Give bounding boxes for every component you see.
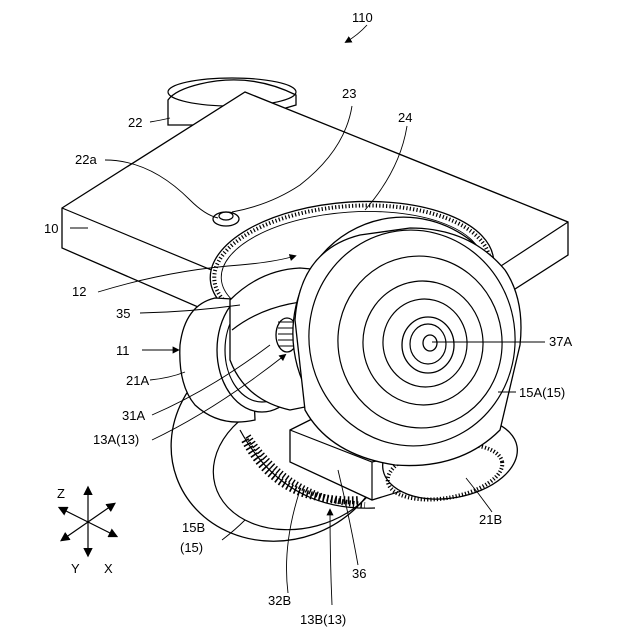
axis-label-y: Y xyxy=(71,561,80,576)
screw-23 xyxy=(213,212,239,226)
label-35: 35 xyxy=(116,306,130,321)
label-36: 36 xyxy=(352,566,366,581)
label-11: 11 xyxy=(116,343,130,358)
label-15A: 15A(15) xyxy=(519,385,565,400)
label-37A: 37A xyxy=(549,334,572,349)
figure-ref-number: 110 xyxy=(352,10,373,25)
label-10: 10 xyxy=(44,221,58,236)
axis-label-x: X xyxy=(104,561,113,576)
label-13A: 13A(13) xyxy=(93,432,139,447)
label-31A: 31A xyxy=(122,408,145,423)
label-21B: 21B xyxy=(479,512,502,527)
label-22: 22 xyxy=(128,115,142,130)
label-15B-paren: (15) xyxy=(180,540,203,555)
label-23: 23 xyxy=(342,86,356,101)
label-12: 12 xyxy=(72,284,86,299)
label-21A: 21A xyxy=(126,373,149,388)
label-13B: 13B(13) xyxy=(300,612,346,627)
label-22a: 22a xyxy=(75,152,97,167)
axis-indicator: Z Y X xyxy=(57,486,116,576)
label-32B: 32B xyxy=(268,593,291,608)
label-24: 24 xyxy=(398,110,412,125)
label-15B: 15B xyxy=(182,520,205,535)
axis-label-z: Z xyxy=(57,486,65,501)
